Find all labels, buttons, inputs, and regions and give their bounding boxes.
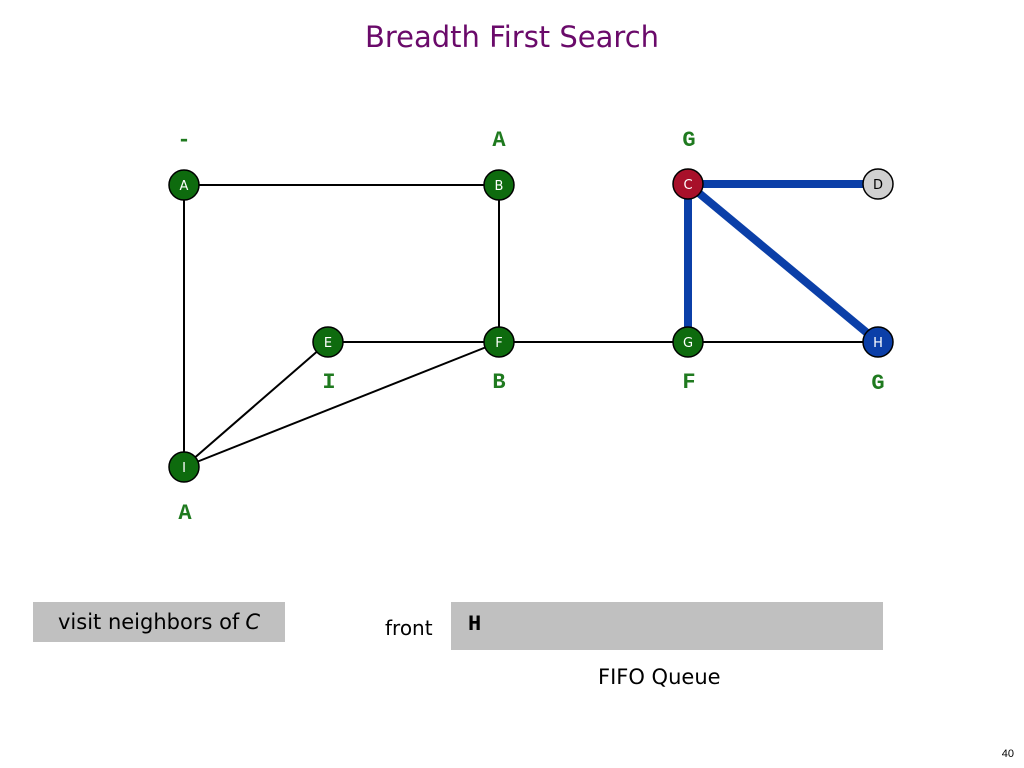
slide-title: Breadth First Search xyxy=(364,20,660,54)
status-node: C xyxy=(245,610,260,634)
node-c: C xyxy=(672,168,704,200)
node-a: A xyxy=(168,169,200,201)
node-circle xyxy=(862,168,894,200)
node-h: H xyxy=(862,326,894,358)
node-circle xyxy=(168,451,200,483)
status-box: visit neighbors of C xyxy=(33,602,285,642)
node-g: G xyxy=(672,326,704,358)
status-text: visit neighbors of xyxy=(58,610,240,634)
parent-label-f: B xyxy=(492,370,505,395)
parent-label-g: F xyxy=(682,370,695,395)
edge-c-h xyxy=(685,180,881,346)
parent-label-b: A xyxy=(492,128,506,153)
queue-caption: FIFO Queue xyxy=(598,665,721,689)
node-label: D xyxy=(873,178,883,193)
queue-item: H xyxy=(468,612,482,637)
parent-labels-layer: - A G I B F G A xyxy=(177,128,884,526)
node-e: E xyxy=(312,326,344,358)
node-circle xyxy=(672,168,704,200)
edges-layer xyxy=(183,180,881,468)
edge-e-i xyxy=(183,341,329,468)
parent-label-a: - xyxy=(177,128,190,153)
node-circle xyxy=(312,326,344,358)
node-i: I xyxy=(168,451,200,483)
node-circle xyxy=(483,326,515,358)
node-circle xyxy=(168,169,200,201)
node-circle xyxy=(862,326,894,358)
node-label: E xyxy=(324,336,332,351)
queue-front-label: front xyxy=(385,616,433,640)
node-label: H xyxy=(873,336,883,351)
fifo-queue: H xyxy=(451,602,883,650)
node-label: F xyxy=(495,336,502,351)
nodes-layer: A B C D E F G H I xyxy=(168,168,894,483)
node-label: B xyxy=(495,179,504,194)
parent-label-e: I xyxy=(322,370,335,395)
node-b: B xyxy=(483,169,515,201)
node-label: A xyxy=(180,179,189,194)
node-circle xyxy=(483,169,515,201)
parent-label-i: A xyxy=(178,501,192,526)
node-label: G xyxy=(683,336,693,351)
node-d: D xyxy=(862,168,894,200)
parent-label-h: G xyxy=(871,371,884,396)
node-label: I xyxy=(182,461,186,476)
node-label: C xyxy=(683,178,692,193)
node-circle xyxy=(672,326,704,358)
page-number: 40 xyxy=(1001,748,1014,760)
node-f: F xyxy=(483,326,515,358)
parent-label-c: G xyxy=(682,128,695,153)
edge-f-i xyxy=(183,341,500,468)
